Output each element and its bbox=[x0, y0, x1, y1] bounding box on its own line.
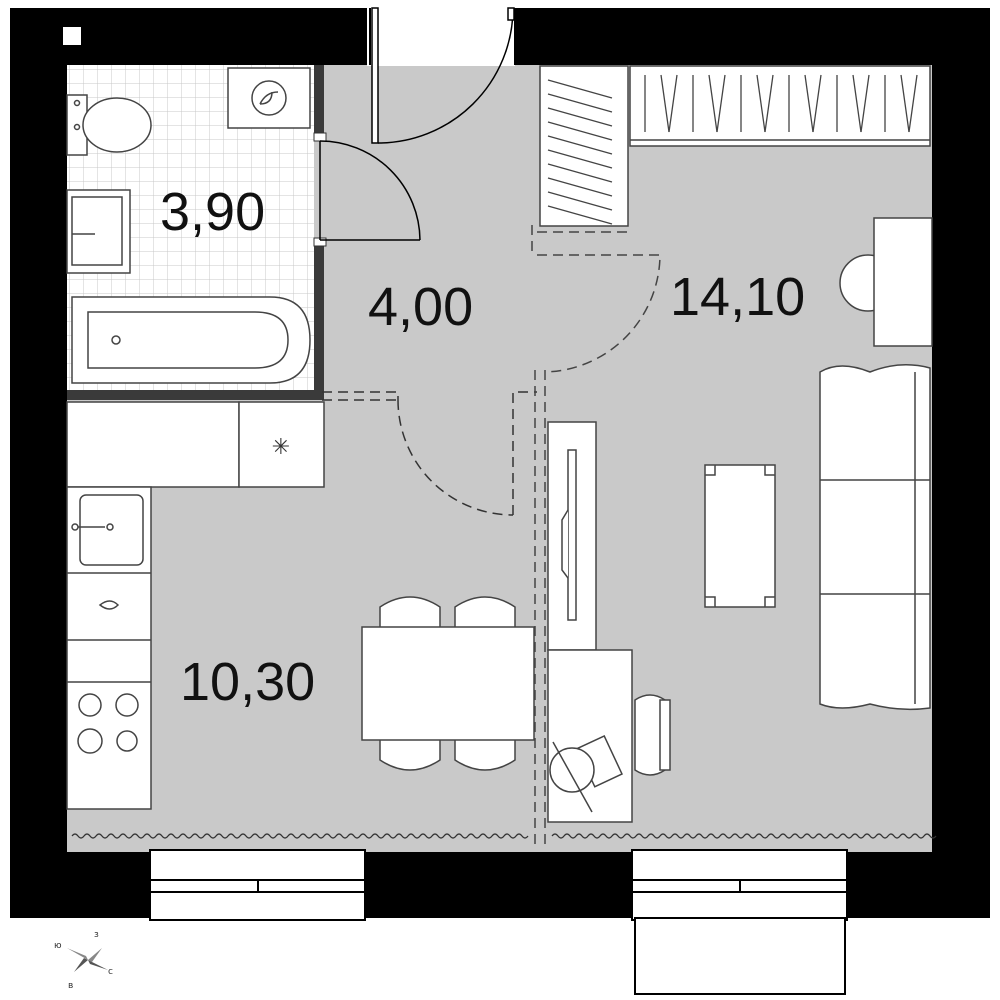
hanger-line bbox=[547, 191, 613, 211]
bathroom-sink-icon bbox=[66, 189, 131, 274]
hanger-line bbox=[908, 74, 918, 133]
hanger-line bbox=[812, 74, 822, 133]
sofa-icon bbox=[819, 364, 931, 711]
desk-icon bbox=[547, 421, 633, 823]
hanger-line bbox=[852, 74, 862, 133]
kitchen-door bbox=[322, 391, 537, 516]
hanger-line bbox=[660, 74, 670, 133]
water-drop-icon bbox=[98, 600, 120, 610]
armchair-icon bbox=[839, 217, 933, 347]
hallway-area: 4,00 bbox=[368, 277, 473, 337]
living-room: 14,10 bbox=[539, 65, 933, 823]
desk-chair-icon bbox=[549, 694, 671, 813]
living-window-sill bbox=[551, 833, 937, 839]
living-room-area: 14,10 bbox=[670, 267, 805, 327]
hanger-line bbox=[860, 74, 870, 133]
hanger-line bbox=[547, 121, 613, 141]
hanger-line bbox=[804, 74, 814, 133]
kitchen-sink-icon bbox=[71, 494, 144, 566]
bathtub-icon bbox=[71, 296, 311, 384]
hanger-line bbox=[547, 177, 613, 197]
kitchen-area: 10,30 bbox=[180, 652, 315, 712]
hanger-line bbox=[547, 205, 613, 225]
living-partition bbox=[531, 225, 661, 850]
wardrobe-icon bbox=[539, 65, 931, 227]
coffee-table-icon bbox=[704, 464, 776, 608]
compass-east: с bbox=[108, 967, 113, 977]
hanger-line bbox=[756, 74, 766, 133]
hanger-line bbox=[547, 107, 613, 127]
bathroom-door bbox=[319, 140, 421, 241]
hanger-line bbox=[547, 149, 613, 169]
compass-icon: з в ю с bbox=[54, 930, 113, 991]
bathroom-area: 3,90 bbox=[160, 182, 265, 242]
hanger-line bbox=[547, 135, 613, 155]
wardrobe-hangers bbox=[547, 74, 918, 225]
bathroom: 3,90 bbox=[66, 65, 327, 400]
kitchen: ✳ 10,30 bbox=[66, 401, 535, 810]
fridge-icon: ✳ bbox=[66, 401, 325, 488]
hanger-line bbox=[547, 79, 613, 99]
hanger-line bbox=[764, 74, 774, 133]
compass-west: ю bbox=[54, 941, 62, 951]
stove-icon bbox=[77, 693, 139, 754]
balcony bbox=[634, 917, 846, 995]
toilet-icon bbox=[66, 94, 152, 156]
entry-door bbox=[371, 7, 515, 144]
hanger-line bbox=[547, 93, 613, 113]
svg-text:✳: ✳ bbox=[272, 435, 290, 460]
hanger-line bbox=[900, 74, 910, 133]
compass-south: в bbox=[68, 981, 73, 991]
kitchen-window-sill bbox=[71, 833, 529, 839]
compass-north: з bbox=[94, 930, 99, 940]
plan-marker bbox=[63, 27, 81, 45]
hanger-line bbox=[716, 74, 726, 133]
washing-machine-icon bbox=[227, 67, 311, 129]
hanger-line bbox=[668, 74, 678, 133]
dining-table-icon bbox=[361, 596, 535, 771]
hanger-line bbox=[708, 74, 718, 133]
hanger-line bbox=[547, 163, 613, 183]
